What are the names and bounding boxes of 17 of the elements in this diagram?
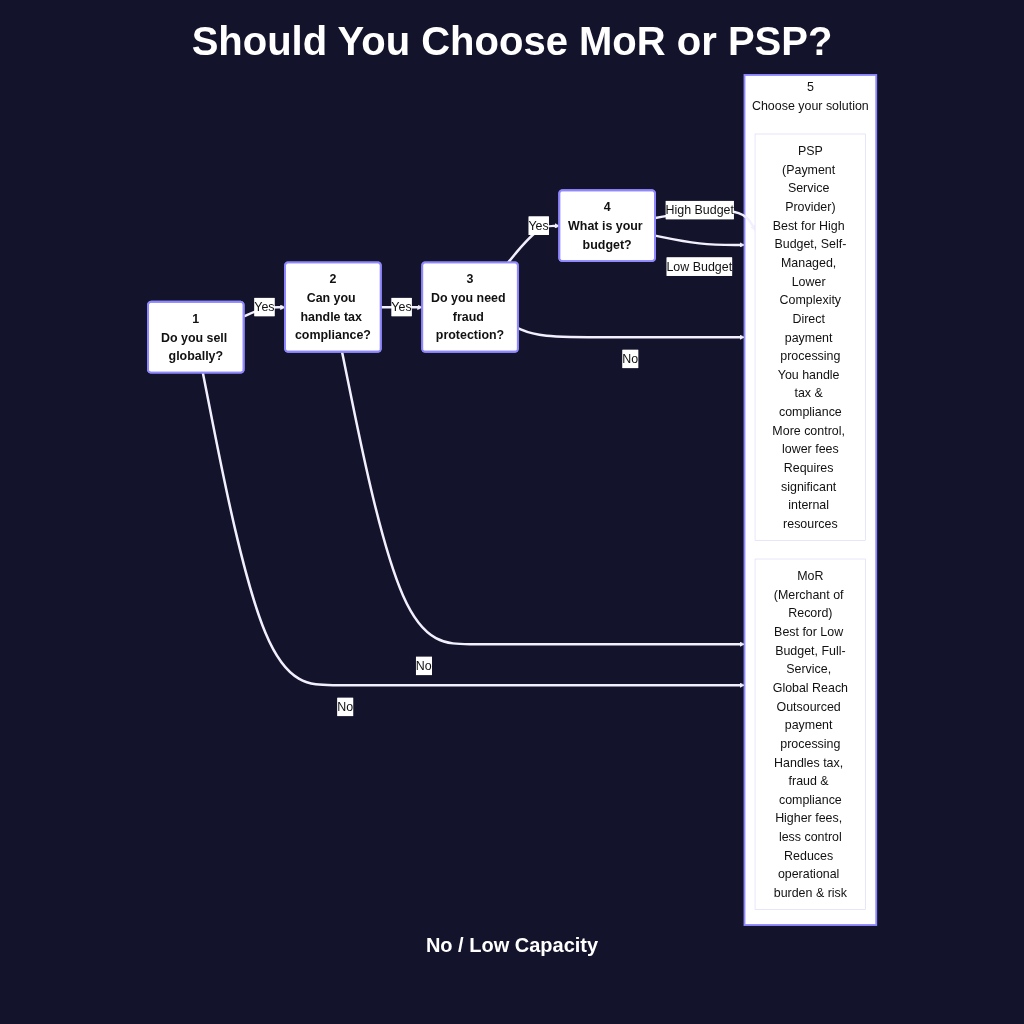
edge-label: No bbox=[415, 659, 432, 673]
title: Should You Choose MoR or PSP? bbox=[190, 18, 834, 64]
arrow bbox=[654, 234, 745, 248]
arrow bbox=[340, 351, 745, 647]
arrow bbox=[517, 326, 745, 340]
node-box: PSP (Payment Service Provider) Best for High Budget, Self-Managed, Lower Complexity Direct payment processing You handle tax & compliance More control, lower fees Requires significant internal resources bbox=[754, 133, 866, 541]
edge-label: No bbox=[622, 352, 639, 366]
arrow bbox=[506, 223, 560, 264]
edge-label: Yes bbox=[254, 300, 275, 314]
note-text: No / Low Capacity bbox=[425, 934, 599, 957]
edge-label: Low Budget bbox=[666, 259, 732, 274]
edge-label: Yes bbox=[528, 218, 549, 233]
edge-label: High Budget bbox=[665, 203, 734, 217]
node-box: MoR (Merchant of Record) Best for Low Budget, Full-Service, Global Reach Outsourced payment processing Handles tax, fraud & compliance Higher fees, less control Reduces operational burden & risk bbox=[754, 558, 866, 910]
edge-label: Yes bbox=[391, 300, 412, 314]
edge-label: No bbox=[337, 700, 353, 714]
arrow bbox=[201, 372, 745, 688]
